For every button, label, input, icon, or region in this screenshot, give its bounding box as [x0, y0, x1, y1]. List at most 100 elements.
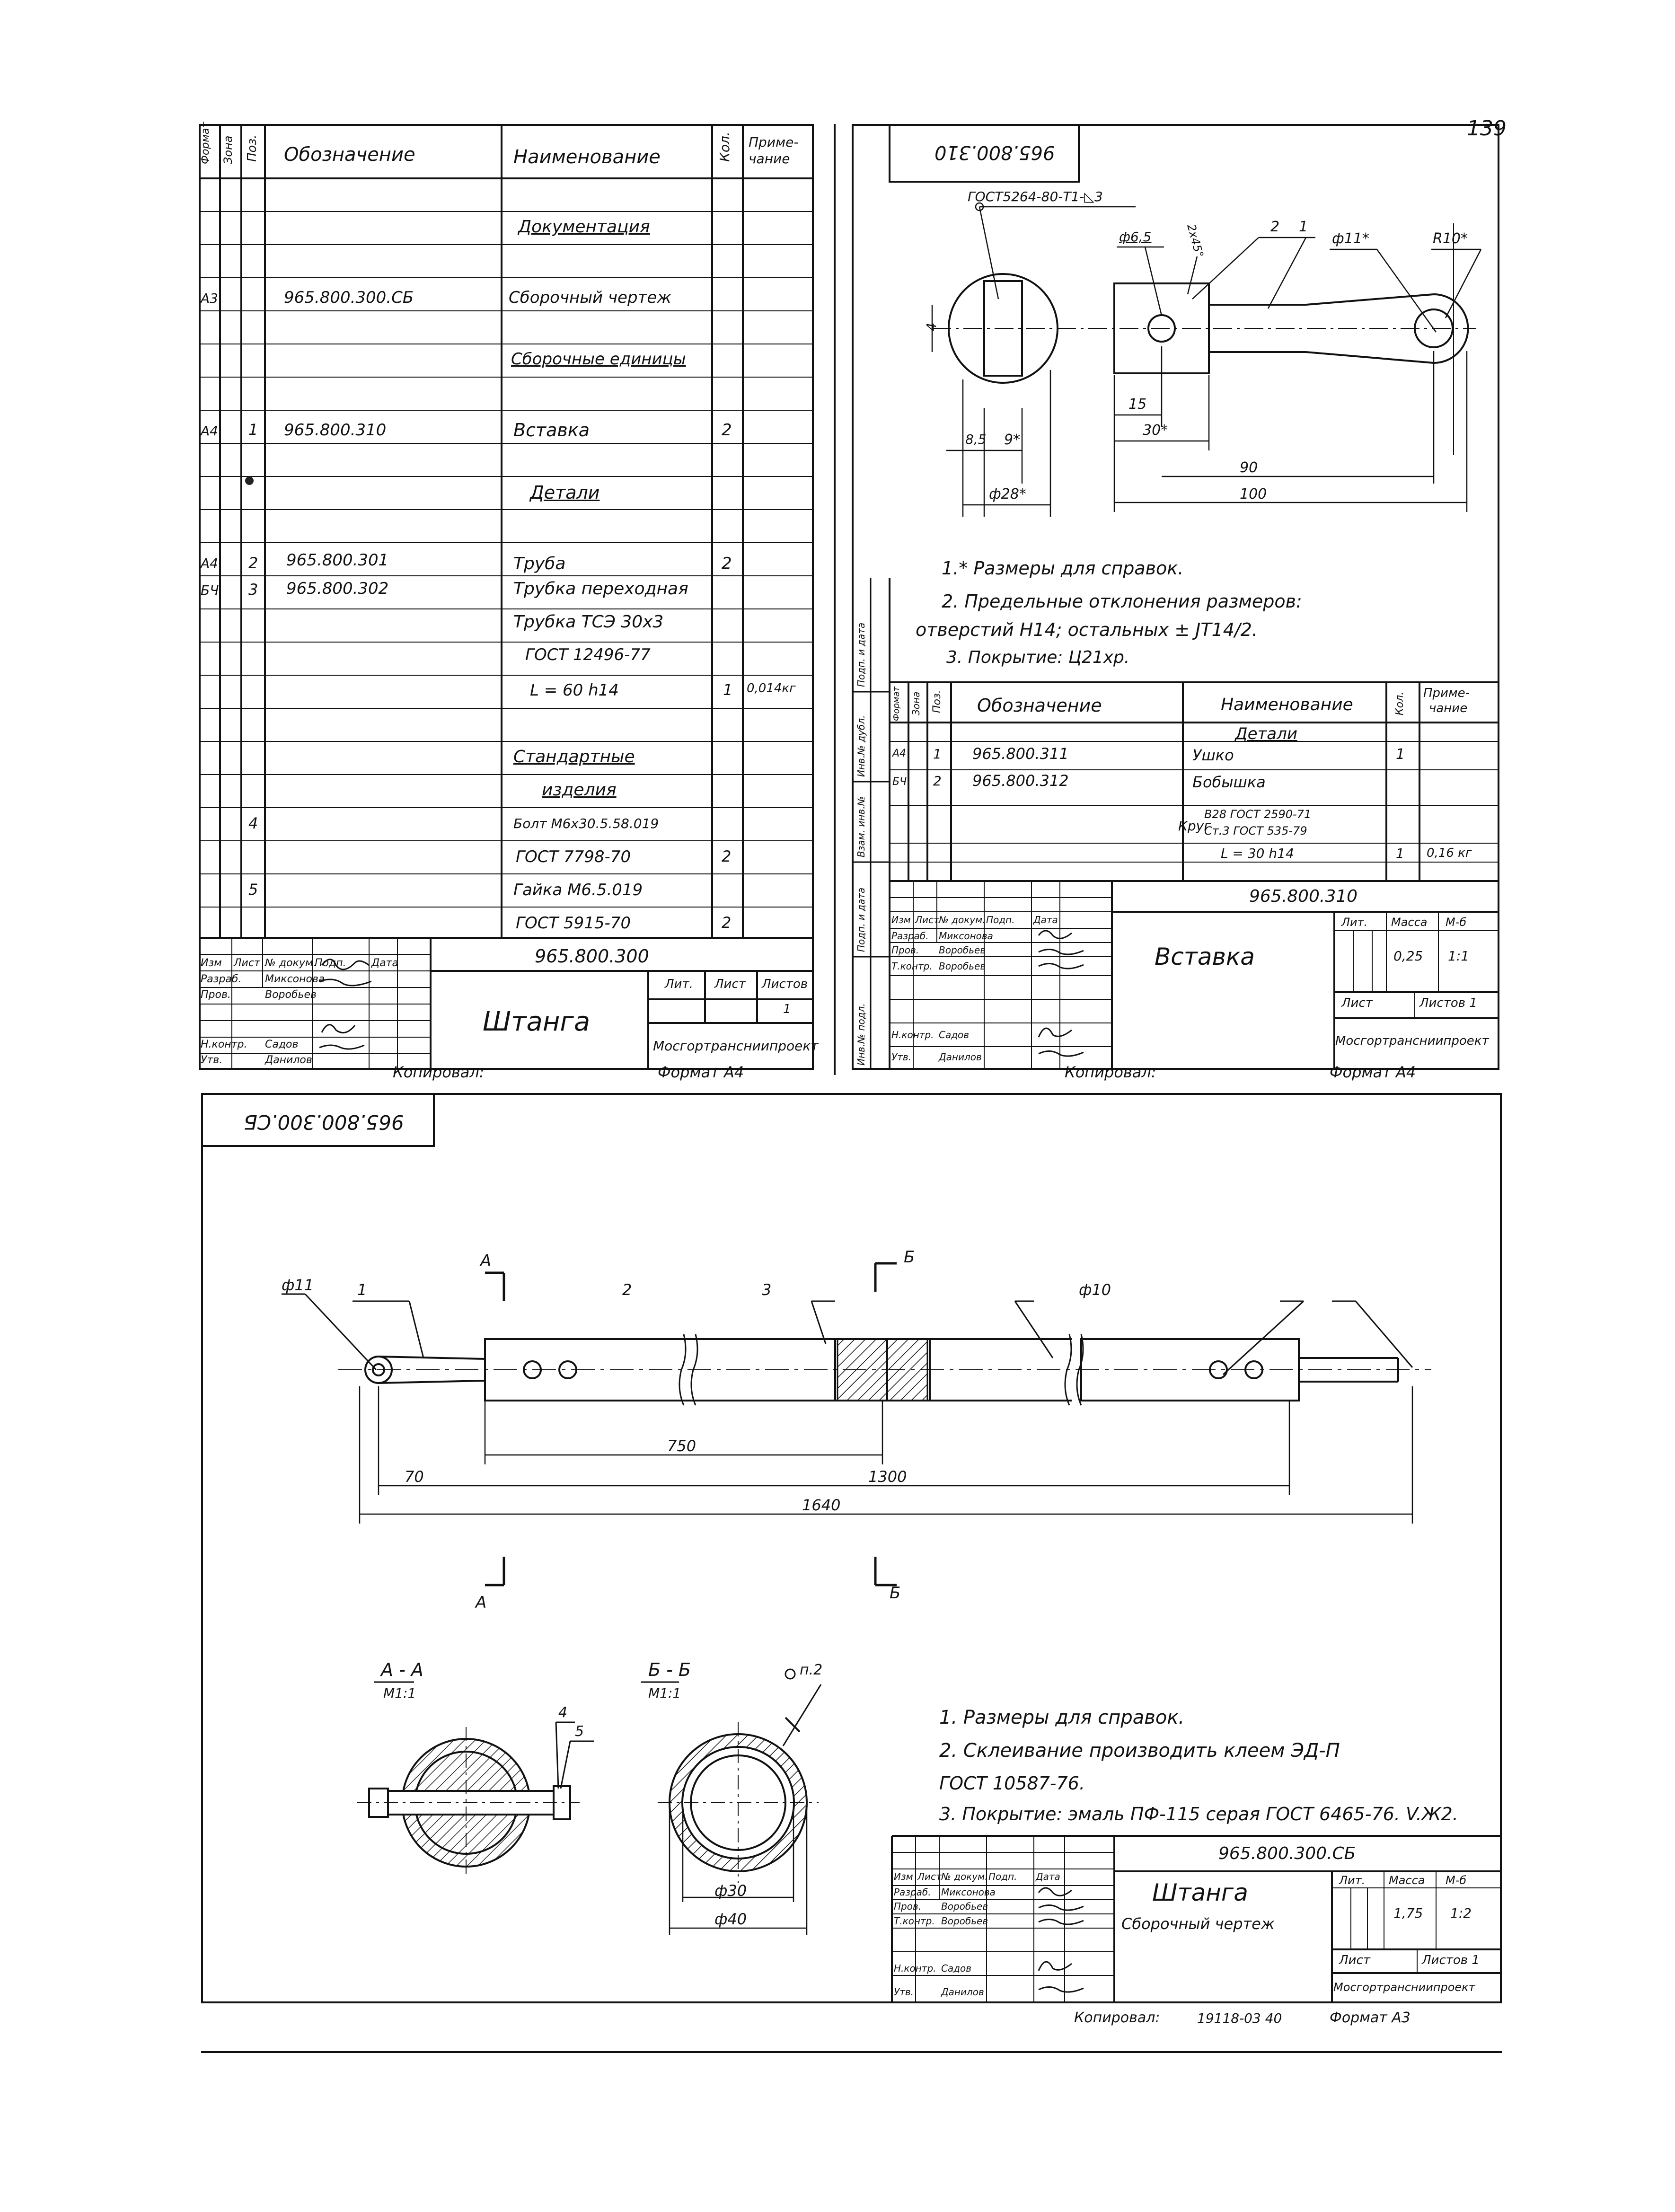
hdr-pos: Поз. — [245, 134, 259, 162]
format-label: Формат А4 — [658, 1063, 744, 1081]
tb-sheets: Листов 1 — [1422, 1953, 1480, 1967]
row-format: БЧ — [201, 582, 219, 598]
tb-sheet: Лист — [1341, 996, 1373, 1010]
tb-mass: Масса — [1389, 1874, 1425, 1887]
label-section-b: Б — [904, 1248, 915, 1267]
section-bb-weld: п.2 — [800, 1662, 823, 1678]
tb-role: Н.контр. — [894, 1963, 936, 1974]
row-format: БЧ — [892, 776, 907, 788]
tb-col-izm: Изм — [891, 914, 911, 925]
tb-role: Утв. — [201, 1054, 223, 1066]
row-name-bottom: Ст.3 ГОСТ 535-79 — [1204, 824, 1307, 837]
tb-scale-h: М-б — [1446, 916, 1467, 929]
row-name: ГОСТ 7798-70 — [516, 847, 631, 866]
section-standard-2: изделия — [542, 780, 617, 800]
bottom-rule — [201, 2051, 1502, 2053]
tb-person: Воробьев — [941, 1915, 988, 1927]
row-qty: 2 — [722, 847, 732, 865]
tb-sheets: Листов — [762, 977, 808, 991]
tb-person: Миксонова — [265, 973, 325, 985]
tb-lit: Лит. — [1339, 1874, 1366, 1887]
row-pos: 1 — [248, 421, 258, 439]
hdr-zone: Зона — [910, 691, 922, 715]
tb-title: Вставка — [1155, 943, 1255, 970]
section-aa-scale: М1:1 — [383, 1685, 416, 1701]
side-label: Инв.№ дубл. — [855, 715, 867, 777]
hdr-qty: Кол. — [1394, 691, 1406, 715]
row-name: Труба — [513, 554, 566, 573]
tb-col-doc: № докум. — [941, 1871, 988, 1882]
tb-col-date: Дата — [1033, 914, 1058, 925]
tb-sheet: Лист — [714, 977, 746, 991]
tb-col-izm: Изм — [894, 1871, 913, 1882]
label-section-a-2: А — [476, 1593, 487, 1612]
row-name: Ушко — [1192, 746, 1234, 764]
section-parts: Детали — [1235, 724, 1297, 743]
stamp-number: 965.800.310 — [934, 141, 1055, 163]
row-format: А4 — [892, 748, 907, 759]
row-name: ГОСТ 12496-77 — [525, 645, 651, 664]
dim-30: 30* — [1143, 422, 1168, 439]
tb-person: Данилов — [265, 1054, 312, 1066]
row-name: Трубка ТСЭ 30х3 — [513, 612, 664, 632]
hdr-format: Формат — [891, 686, 901, 721]
tb-col-doc: № докум. — [939, 914, 986, 925]
note-2: 2. Склеивание производить клеем ЭД-П — [939, 1740, 1340, 1762]
tb-col-sign: Подп. — [315, 957, 346, 969]
tb-role: Разраб. — [894, 1886, 931, 1898]
weld-note: ГОСТ5264-80-Т1-◺3 — [968, 189, 1103, 204]
tb-role: Пров. — [891, 944, 919, 956]
spec-sheet-965-800-300: Формат Зона Поз. Обозначение Наименовани… — [199, 122, 819, 1070]
label-d11: ф11 — [282, 1276, 314, 1294]
hdr-qty: Кол. — [717, 132, 732, 162]
note-3: 3. Покрытие: эмаль ПФ-115 серая ГОСТ 646… — [939, 1804, 1458, 1824]
note-1: 1. Размеры для справок. — [939, 1707, 1185, 1728]
format-label: Формат А3 — [1330, 2009, 1411, 2026]
tb-col-list: Лист — [917, 1871, 942, 1882]
page-number: 139 — [1467, 116, 1507, 141]
tb-person: Миксонова — [941, 1886, 996, 1898]
section-standard-1: Стандартные — [513, 747, 635, 767]
row-name: Трубка переходная — [513, 579, 688, 599]
assembly-sheet-965-800-300-sb: 965.800.300.СБ ф11 1 А 2 3 Б ф10 70 750 … — [201, 1093, 1502, 2053]
hdr-name: Наименование — [1221, 695, 1353, 714]
note-2b: ГОСТ 10587-76. — [939, 1773, 1085, 1794]
note-2: 2. Предельные отклонения размеров: — [942, 591, 1302, 612]
hdr-pos: Поз. — [931, 690, 943, 713]
tb-role: Н.контр. — [891, 1029, 934, 1040]
row-qty: 2 — [722, 554, 732, 573]
tb-mass: Масса — [1391, 916, 1428, 929]
tb-org: Мосгортрансниипроект — [1333, 1981, 1475, 1994]
note-2b: отверстий Н14; остальных ± JT14/2. — [916, 619, 1258, 640]
tb-role: Разраб. — [201, 973, 242, 985]
section-bb-d30: ф30 — [714, 1882, 747, 1900]
side-label: Взам. инв.№ — [855, 796, 867, 857]
dim-1300: 1300 — [868, 1468, 907, 1486]
tb-role: Пров. — [201, 989, 231, 1001]
row-name: Вставка — [513, 420, 590, 441]
tb-role: Т.контр. — [891, 961, 933, 972]
dim-90: 90 — [1240, 459, 1258, 476]
tb-sheets: Листов 1 — [1419, 996, 1477, 1010]
tb-col-sign: Подп. — [988, 1871, 1017, 1882]
row-format: А4 — [201, 423, 218, 439]
row-name: Болт М6х30.5.58.019 — [513, 816, 659, 831]
dim-750: 750 — [667, 1437, 696, 1455]
tb-title: Штанга — [483, 1006, 591, 1037]
row-pos: 1 — [933, 746, 942, 762]
row-name: L = 60 h14 — [530, 681, 619, 700]
label-section-a: А — [480, 1251, 492, 1270]
row-qty: 2 — [722, 421, 732, 440]
row-designation: 965.800.301 — [286, 551, 389, 570]
hdr-format: Формат — [200, 122, 212, 164]
tb-title: Штанга — [1152, 1879, 1248, 1906]
tb-lit: Лит. — [665, 977, 693, 991]
tb-role: Н.контр. — [201, 1039, 247, 1050]
label-section-b-2: Б — [890, 1584, 901, 1603]
section-aa-pos-5: 5 — [575, 1723, 584, 1740]
dim-9: 9* — [1004, 432, 1021, 448]
tb-person: Данилов — [939, 1051, 982, 1063]
tb-mass-value: 1,75 — [1393, 1905, 1423, 1921]
part-sheet-965-800-310: 965.800.310 ГОСТ5264-80-Т1-◺3 ф6,5 2х45°… — [852, 124, 1500, 1070]
tb-org: Мосгортрансниипроект — [1335, 1034, 1489, 1048]
